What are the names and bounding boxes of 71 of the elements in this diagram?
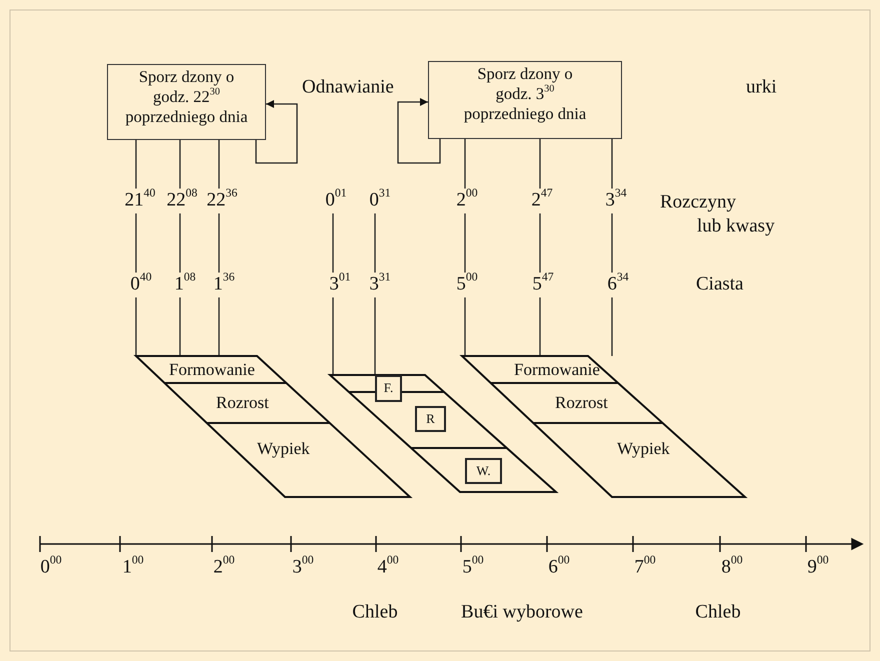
process-box: Sporz dzony o godz. 22$^{30}$ poprzedniego dnia — [107, 64, 266, 140]
row-label: Ciasta — [696, 274, 744, 296]
loop-arrow — [255, 100, 298, 164]
time-label: 3$^{01}$ — [329, 274, 351, 296]
connector-line — [135, 140, 137, 189]
stage-label: Rozrost — [555, 394, 608, 413]
time-label: 5$^{00}$ — [456, 274, 478, 296]
time-label: 5$^{47}$ — [532, 274, 554, 296]
tick-label: 1$^{00}$ — [122, 558, 144, 578]
tick-label: 2$^{00}$ — [213, 558, 235, 578]
connector-line — [374, 297, 376, 375]
row-label: urki — [746, 78, 777, 98]
time-label: 2$^{00}$ — [456, 190, 478, 212]
time-label: 1$^{36}$ — [213, 274, 235, 296]
stage-label: Rozrost — [216, 394, 269, 413]
connector-line — [464, 139, 466, 189]
stage-box: F. — [375, 375, 402, 402]
time-label: 2$^{47}$ — [531, 190, 553, 212]
product-label: Chleb — [695, 602, 741, 624]
time-label: 0$^{01}$ — [325, 190, 347, 212]
product-label: Chleb — [352, 602, 398, 624]
connector-line — [539, 139, 541, 189]
connector-line — [332, 213, 334, 273]
process-box: Sporz dzony o godz. 3$^{30}$ poprzedniego dnia — [428, 61, 622, 139]
row-label: Rozczyny — [660, 192, 736, 214]
stage-label: Formowanie — [514, 361, 600, 380]
stage-label: Formowanie — [169, 361, 255, 380]
time-label: 6$^{34}$ — [607, 274, 629, 296]
tick-label: 6$^{00}$ — [548, 558, 570, 578]
connector-line — [218, 140, 220, 189]
tick-label: 3$^{00}$ — [292, 558, 314, 578]
loop-arrow — [397, 98, 441, 164]
connector-line — [135, 297, 137, 356]
connector-line — [179, 297, 181, 356]
time-label: 22$^{08}$ — [166, 190, 198, 212]
stage-label: Wypiek — [257, 440, 310, 459]
stage-label: Wypiek — [617, 440, 670, 459]
tick-label: 8$^{00}$ — [721, 558, 743, 578]
connector-line — [179, 213, 181, 273]
connector-line — [539, 297, 541, 356]
time-label: 0$^{40}$ — [130, 274, 152, 296]
connector-line — [179, 140, 181, 189]
process-parallelogram — [462, 356, 745, 497]
connector-line — [611, 213, 613, 273]
tick-label: 4$^{00}$ — [377, 558, 399, 578]
time-label: 3$^{34}$ — [605, 190, 627, 212]
time-label: 22$^{36}$ — [206, 190, 238, 212]
time-label: 21$^{40}$ — [124, 190, 156, 212]
connector-line — [374, 213, 376, 273]
tick-label: 0$^{00}$ — [40, 558, 62, 578]
connector-line — [332, 297, 334, 375]
time-label: 3$^{31}$ — [369, 274, 391, 296]
tick-label: 7$^{00}$ — [634, 558, 656, 578]
time-label: 1$^{08}$ — [174, 274, 196, 296]
connector-line — [539, 213, 541, 273]
product-label: Bu€i wyborowe — [461, 602, 583, 624]
tick-label: 9$^{00}$ — [807, 558, 829, 578]
row-label: lub kwasy — [697, 216, 775, 238]
process-parallelogram — [136, 356, 410, 497]
process-note: Odnawianie — [302, 78, 394, 98]
connector-line — [218, 297, 220, 356]
connector-line — [611, 139, 613, 189]
connector-line — [464, 297, 466, 356]
connector-line — [464, 213, 466, 273]
connector-line — [135, 213, 137, 273]
connector-line — [218, 213, 220, 273]
tick-label: 5$^{00}$ — [462, 558, 484, 578]
stage-box: W. — [465, 458, 502, 484]
time-label: 0$^{31}$ — [369, 190, 391, 212]
connector-line — [611, 297, 613, 356]
stage-box: R — [415, 406, 446, 432]
